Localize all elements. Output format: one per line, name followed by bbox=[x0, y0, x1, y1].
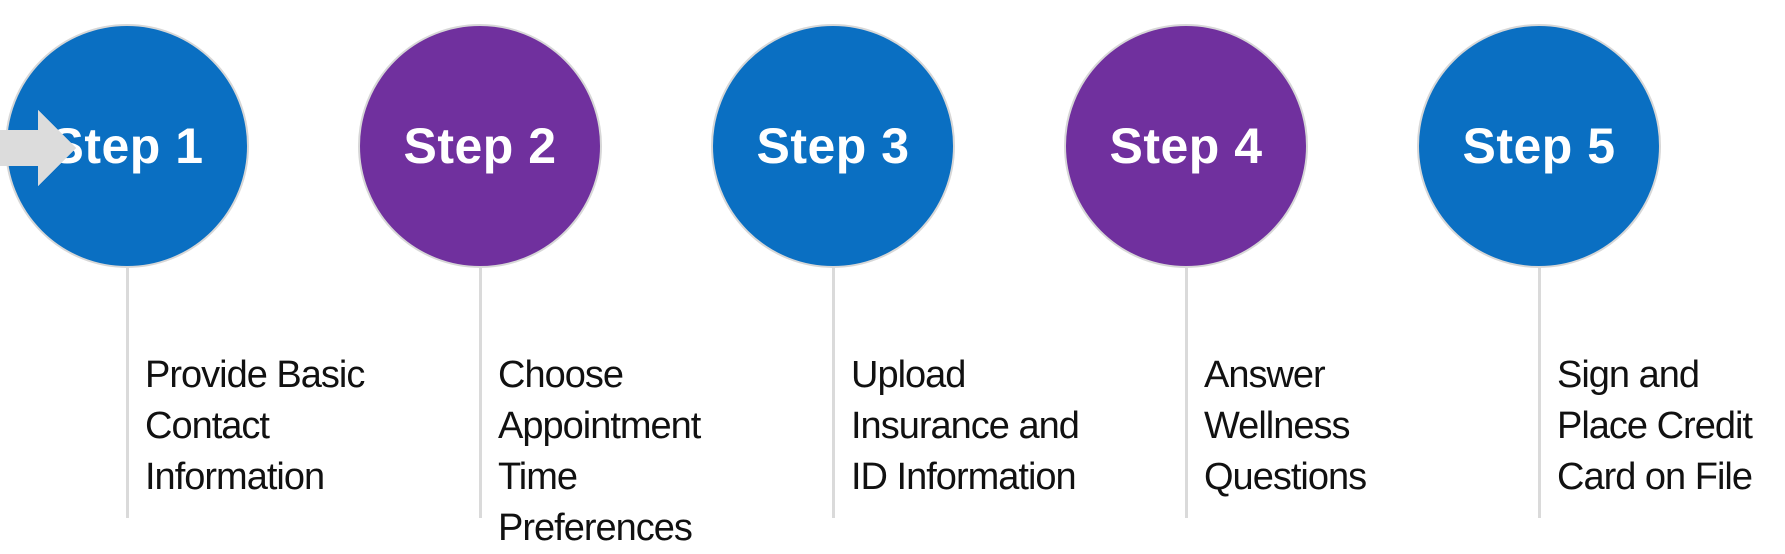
step-5-stem bbox=[1538, 268, 1541, 518]
step-3-circle: Step 3 bbox=[711, 24, 955, 268]
step-1-stem bbox=[126, 268, 129, 518]
step-3-description: Upload Insurance and ID Information bbox=[851, 354, 1080, 498]
step-1-label: Step 1 bbox=[50, 118, 204, 174]
step-3-stem bbox=[832, 268, 835, 518]
step-4-stem bbox=[1185, 268, 1188, 518]
step-5-description: Sign and Place Credit Card on File bbox=[1557, 354, 1753, 498]
step-4-circle: Step 4 bbox=[1064, 24, 1308, 268]
step-3-label: Step 3 bbox=[756, 118, 910, 174]
step-3: Step 3 Upload Insurance and ID Informati… bbox=[711, 0, 1080, 552]
step-4-description: Answer Wellness Questions bbox=[1204, 354, 1367, 498]
step-2-description: Choose Appointment Time Preferences bbox=[498, 354, 701, 549]
step-5: Step 5 Sign and Place Credit Card on Fil… bbox=[1417, 0, 1753, 552]
step-2: Step 2 Choose Appointment Time Preferenc… bbox=[358, 0, 701, 552]
step-5-circle: Step 5 bbox=[1417, 24, 1661, 268]
step-1-description: Provide Basic Contact Information bbox=[145, 354, 365, 498]
step-2-stem bbox=[479, 268, 482, 518]
step-4-label: Step 4 bbox=[1109, 118, 1263, 174]
step-4: Step 4 Answer Wellness Questions bbox=[1064, 0, 1367, 552]
arrow-right-icon bbox=[0, 110, 76, 186]
step-5-label: Step 5 bbox=[1462, 118, 1616, 174]
step-2-label: Step 2 bbox=[403, 118, 557, 174]
step-1: Step 1 Provide Basic Contact Information bbox=[5, 0, 365, 552]
step-2-circle: Step 2 bbox=[358, 24, 602, 268]
